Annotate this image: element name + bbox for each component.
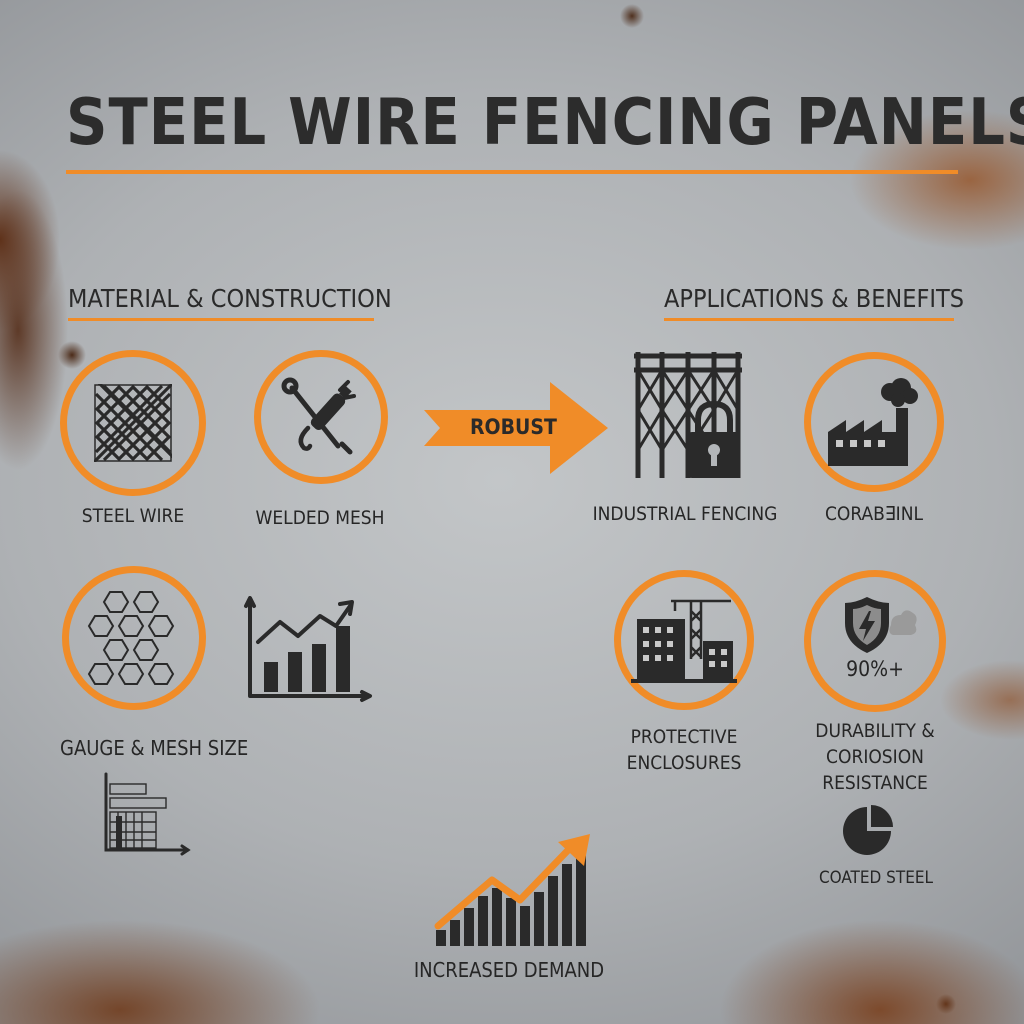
label-protective-enclosures: PROTECTIVE ENCLOSURES (604, 724, 764, 776)
stat-90-plus: 90%+ (846, 657, 904, 681)
label-line: CORIOSION (826, 746, 924, 768)
growth-chart-icon (244, 596, 372, 702)
gauge-mesh-badge (62, 566, 206, 710)
label-steel-wire: STEEL WIRE (81, 505, 185, 527)
label-industrial-fencing: INDUSTRIAL FENCING (592, 503, 778, 525)
section-heading-material: MATERIAL & CONSTRUCTION (68, 284, 392, 313)
bar-grid-chart-icon (104, 772, 191, 856)
label-line: RESISTANCE (822, 772, 928, 794)
protective-enclosures-badge (614, 570, 754, 710)
welding-tools-icon (281, 377, 356, 455)
label-coated-steel: COATED STEEL (818, 868, 934, 888)
durability-badge-content: 90%+ (833, 595, 917, 681)
label-gauge-mesh-size: GAUGE & MESH SIZE (60, 736, 249, 760)
label-durability-corrosion: DURABILITY & CORIOSION RESISTANCE (790, 718, 960, 796)
label-line: PROTECTIVE (630, 726, 738, 748)
label-corabeinl: CORAB∃INL (824, 503, 924, 525)
steel-wire-badge (60, 350, 206, 496)
label-line: ENCLOSURES (626, 752, 742, 774)
arrow-label-robust: ROBUST (470, 415, 557, 439)
factory-badge (804, 352, 944, 492)
label-welded-mesh: WELDED MESH (255, 507, 385, 529)
title-underline (66, 170, 958, 174)
fence-padlock-icon (634, 352, 742, 478)
section-underline-applications (664, 318, 954, 321)
factory-icon (828, 378, 918, 466)
right-arrow-icon (424, 382, 608, 474)
durability-badge: 90%+ (804, 570, 946, 712)
rising-bars-arrow-icon (434, 834, 590, 946)
section-heading-applications: APPLICATIONS & BENEFITS (664, 284, 965, 313)
welded-mesh-badge (254, 350, 388, 484)
shield-cloud-icon (845, 597, 917, 653)
hexagon-mesh-icon (87, 591, 175, 685)
section-underline-material (68, 318, 374, 321)
page-title: STEEL WIRE FENCING PANELS (66, 86, 1024, 160)
label-line: DURABILITY & (815, 720, 935, 742)
label-increased-demand: INCREASED DEMAND (413, 958, 605, 982)
construction-crane-icon (631, 599, 737, 683)
woven-mesh-icon (94, 384, 172, 462)
pie-chart-icon (843, 805, 893, 855)
